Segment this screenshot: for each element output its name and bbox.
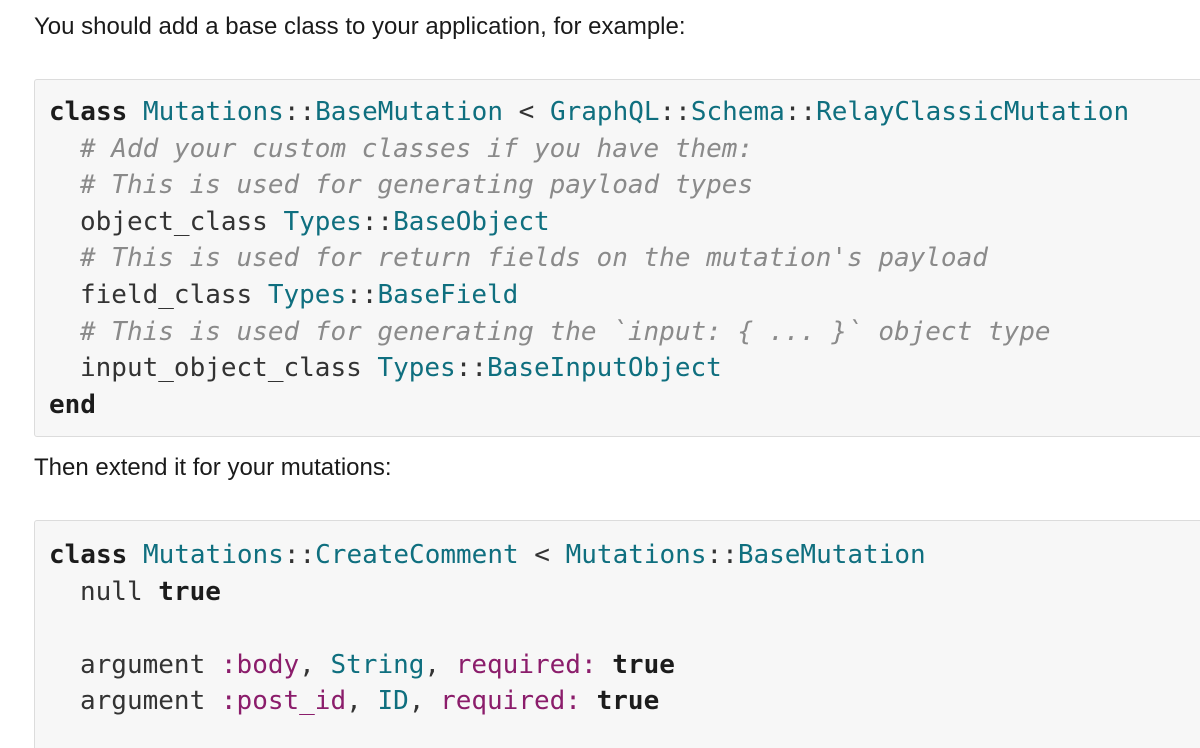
comma: , xyxy=(346,686,362,717)
code-line: input_object_class Types::BaseInputObjec… xyxy=(49,350,1200,387)
base-mutation-code-block: class Mutations::BaseMutation < GraphQL:… xyxy=(34,79,1200,437)
namespace-name: Types xyxy=(283,206,362,237)
scope-separator: :: xyxy=(659,97,691,127)
code-comment: # This is used for return fields on the … xyxy=(80,243,988,274)
scope-separator: :: xyxy=(283,97,316,127)
class-name: CreateComment xyxy=(315,540,519,570)
inherit-operator: < xyxy=(518,540,566,570)
inherit-operator: < xyxy=(502,97,550,127)
method-name: object_class xyxy=(80,206,268,237)
code-line: class Mutations::CreateComment < Mutatio… xyxy=(49,537,1200,574)
boolean-literal: true xyxy=(612,649,675,680)
keyword-class: class xyxy=(49,97,128,127)
method-name: argument xyxy=(80,686,206,717)
class-name: BaseField xyxy=(377,279,519,310)
parent-namespace: Mutations xyxy=(565,540,707,570)
scope-separator: :: xyxy=(784,97,817,127)
parent-namespace: GraphQL xyxy=(549,97,660,127)
code-line: null true xyxy=(49,574,1200,611)
code-comment: # This is used for generating payload ty… xyxy=(80,170,754,201)
code-comment: # Add your custom classes if you have th… xyxy=(80,133,754,164)
scope-separator: :: xyxy=(346,279,378,310)
code-line: end xyxy=(49,387,1200,424)
type-name: String xyxy=(330,649,425,680)
symbol-literal: :post_id xyxy=(220,686,347,717)
comma: , xyxy=(408,686,425,717)
create-comment-code-block: class Mutations::CreateComment < Mutatio… xyxy=(34,520,1200,748)
boolean-literal: true xyxy=(596,686,660,717)
scope-separator: :: xyxy=(283,540,316,570)
parent-class-name: BaseMutation xyxy=(737,540,926,570)
class-name: BaseObject xyxy=(393,206,550,237)
scope-separator: :: xyxy=(455,353,488,384)
symbol-literal: :body xyxy=(220,649,300,680)
parent-class-name: RelayClassicMutation xyxy=(816,97,1130,127)
method-name: field_class xyxy=(80,279,253,310)
keyword-argument: required: xyxy=(455,649,597,680)
method-name: argument xyxy=(80,649,206,680)
keyword-argument: required: xyxy=(440,686,581,717)
intro-paragraph: You should add a base class to your appl… xyxy=(34,13,686,40)
scope-separator: :: xyxy=(361,206,394,237)
class-name: BaseInputObject xyxy=(487,353,722,384)
namespace-name: Mutations xyxy=(142,540,284,570)
extend-paragraph: Then extend it for your mutations: xyxy=(34,454,392,481)
code-line: argument :post_id, ID, required: true xyxy=(49,683,1200,720)
namespace-name: Types xyxy=(267,279,347,310)
keyword-end: end xyxy=(49,389,96,420)
blank-code-line xyxy=(49,610,1200,647)
scope-separator: :: xyxy=(706,540,738,570)
comma: , xyxy=(299,649,315,680)
namespace-name: Types xyxy=(377,353,456,384)
namespace-name: Mutations xyxy=(142,97,284,127)
keyword-class: class xyxy=(49,540,128,570)
code-line: argument :body, String, required: true xyxy=(49,647,1200,684)
method-name: null xyxy=(80,576,143,607)
code-line: class Mutations::BaseMutation < GraphQL:… xyxy=(49,94,1200,131)
class-name: BaseMutation xyxy=(315,97,503,127)
comma: , xyxy=(424,649,441,680)
parent-namespace: Schema xyxy=(690,97,785,127)
boolean-literal: true xyxy=(158,576,221,607)
code-line: object_class Types::BaseObject xyxy=(49,204,1200,241)
code-line: field_class Types::BaseField xyxy=(49,277,1200,314)
code-comment: # This is used for generating the `input… xyxy=(80,316,1051,347)
type-name: ID xyxy=(377,686,409,717)
method-name: input_object_class xyxy=(80,353,362,384)
